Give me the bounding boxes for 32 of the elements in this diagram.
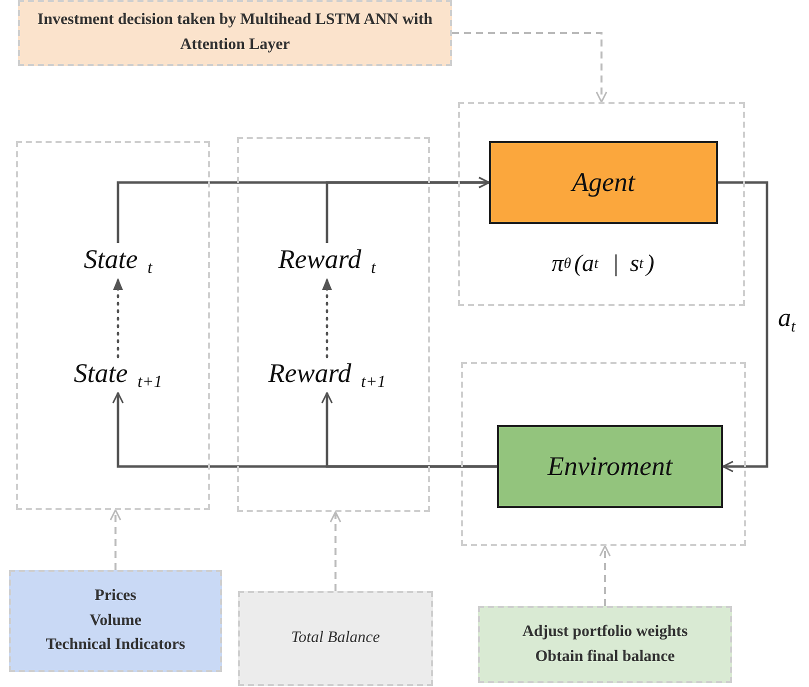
- note-text: Technical Indicators: [46, 635, 186, 656]
- note-text: Total Balance: [291, 628, 380, 648]
- agent-box: [489, 141, 718, 224]
- input-box: [238, 591, 433, 686]
- note-text: Adjust portfolio weights: [522, 622, 688, 642]
- note-text: Prices: [94, 586, 136, 606]
- output-box: [478, 606, 732, 683]
- arrow: [718, 181, 768, 472]
- state-label: State $_{t}$: [84, 244, 152, 278]
- group-box: [237, 137, 430, 512]
- group-box: [461, 362, 746, 546]
- dashed-arrow: [110, 509, 122, 570]
- note-text: Obtain final balance: [535, 646, 675, 666]
- note-box: [18, 0, 452, 66]
- block-title: Enviroment: [548, 451, 672, 482]
- arrow: [326, 176, 490, 243]
- environment-box: [497, 425, 723, 508]
- arrow: [321, 392, 497, 468]
- dashed-arrow: [113, 278, 123, 358]
- note-text: Investment decision taken by Multihead LSTM ANN with Attention Layer: [36, 10, 434, 55]
- input-box: [9, 570, 222, 672]
- block-title: Agent: [572, 167, 635, 198]
- dashed-arrow: [599, 545, 611, 606]
- reward-label: Reward $_{t}$: [278, 244, 376, 278]
- group-box: [16, 141, 210, 510]
- dashed-arrow: [330, 511, 342, 591]
- dashed-arrow: [322, 278, 332, 358]
- dashed-arrow: [452, 32, 608, 103]
- group-box: [458, 102, 745, 306]
- state-label: State $_{t+1}$: [74, 358, 162, 392]
- reward-label: Reward $_{t+1}$: [268, 358, 386, 392]
- note-text: Volume: [90, 610, 142, 631]
